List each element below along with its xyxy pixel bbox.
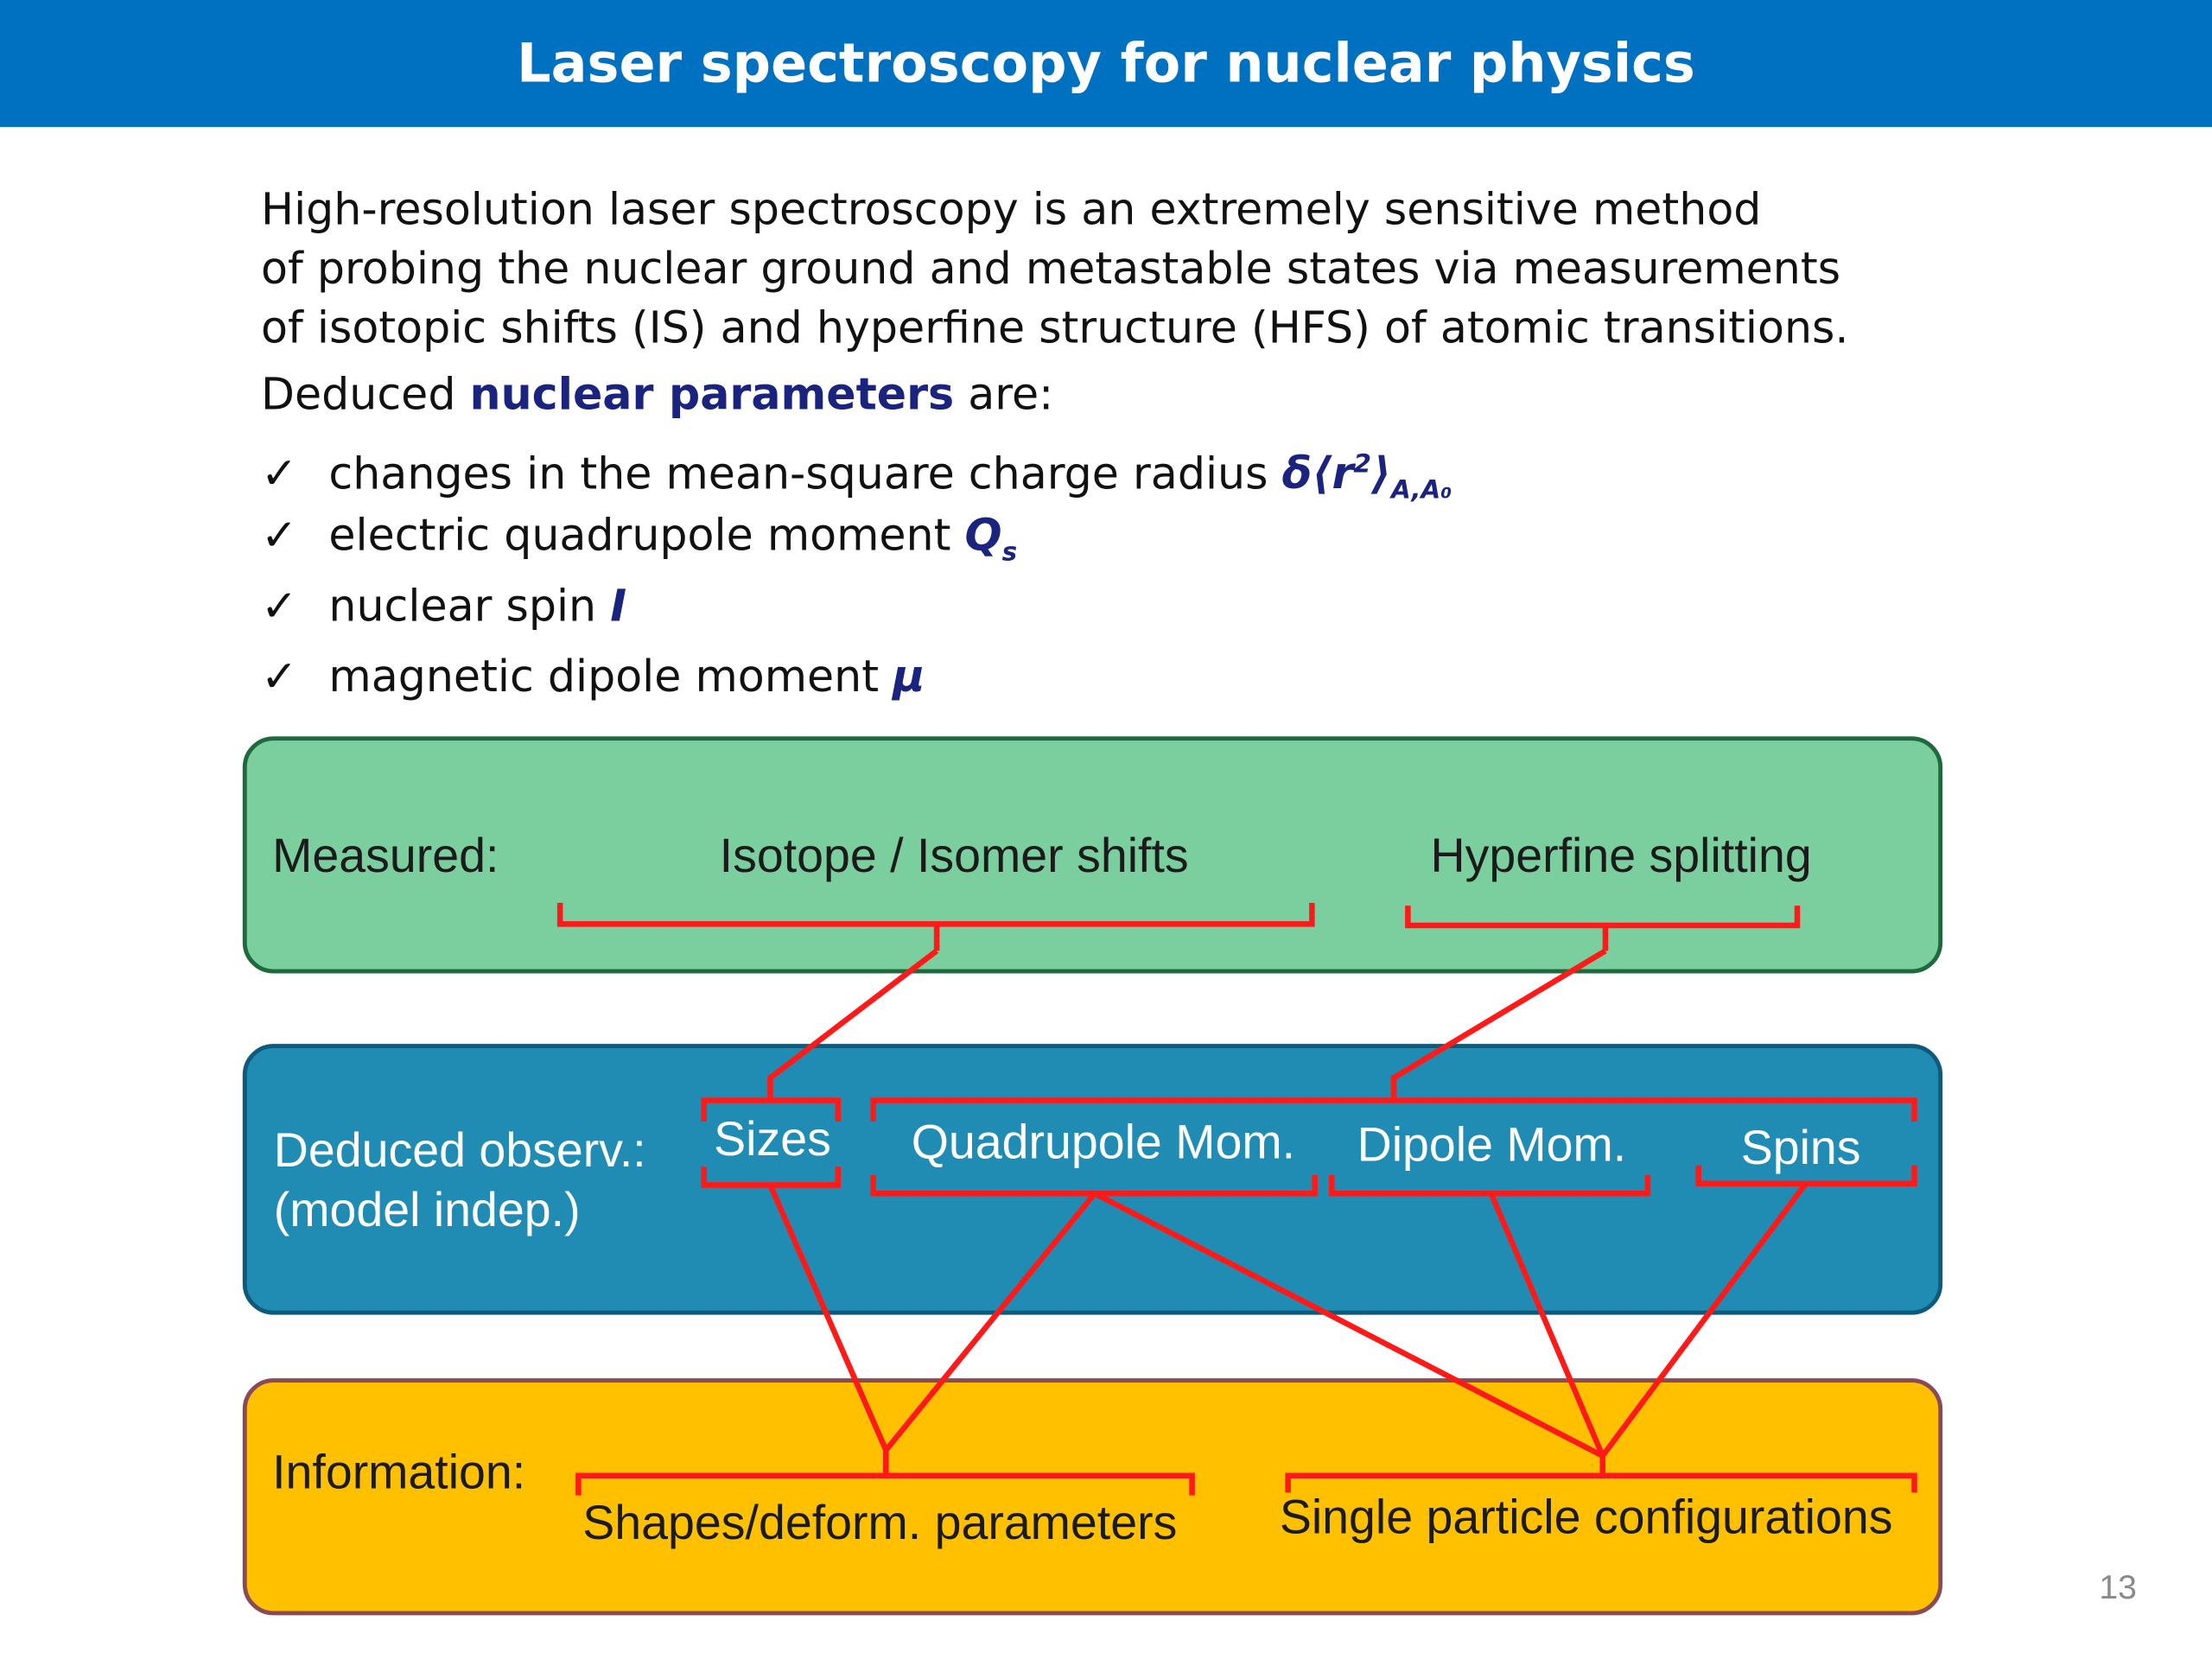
- link-shifts-to-sizes: [767, 948, 939, 1101]
- observable-quadrupole-mom: Quadrupole Mom.: [911, 1116, 1296, 1170]
- charge-radius-symbol: δ⟨r2⟩A,A₀: [1281, 448, 1452, 506]
- bracket-shapes: [575, 1450, 1195, 1496]
- symbol-main: Q: [964, 511, 1002, 562]
- bracket-dipole-bottom: [1328, 1174, 1651, 1197]
- nuclear-parameters-emphasis: nuclear parameters: [469, 369, 955, 421]
- checkmark-icon: ✓: [261, 448, 298, 500]
- information-label: Information:: [272, 1446, 526, 1500]
- symbol-main: δ⟨r: [1281, 448, 1354, 500]
- bracket-hfs-observables-top: [870, 1097, 1917, 1122]
- link-quadrupole-to-shapes: [883, 1192, 1097, 1452]
- measured-label: Measured:: [272, 829, 499, 884]
- bracket-sizes-bottom: [701, 1166, 842, 1188]
- deduced-label-line-1: Deduced observ.:: [273, 1124, 646, 1179]
- spin-symbol: I: [610, 581, 627, 632]
- bracket-quadrupole-bottom: [870, 1174, 1318, 1197]
- symbol-close: ⟩: [1370, 448, 1392, 500]
- observable-spins: Spins: [1740, 1121, 1861, 1175]
- title-bar: [0, 0, 2212, 127]
- link-dipole-to-single-particle: [1488, 1192, 1605, 1458]
- dipole-symbol: μ: [893, 652, 925, 703]
- observable-sizes: Sizes: [714, 1113, 831, 1167]
- observable-dipole-mom: Dipole Mom.: [1357, 1118, 1627, 1173]
- bracket-hyperfine: [1405, 906, 1801, 951]
- page-number: 13: [2099, 1568, 2137, 1607]
- quadrupole-symbol: Qs: [964, 511, 1018, 568]
- symbol-subscript: A,A₀: [1391, 476, 1452, 506]
- info-single-particle: Single particle configurations: [1279, 1491, 1893, 1545]
- list-item-spin: ✓ nuclear spin I: [261, 573, 1452, 644]
- deduced-parameters-heading: Deduced nuclear parameters are:: [261, 366, 1053, 423]
- deduced-observables-box: [242, 1044, 1943, 1315]
- bracket-sizes-top: [701, 1097, 842, 1122]
- checkmark-icon: ✓: [261, 581, 298, 632]
- bracket-spins-bottom: [1695, 1165, 1917, 1187]
- list-item-dipole: ✓ magnetic dipole moment μ: [261, 643, 1452, 714]
- link-hyperfine-to-observables: [1390, 948, 1607, 1101]
- checkmark-icon: ✓: [261, 511, 298, 562]
- intro-line-1: High-resolution laser spectroscopy is an…: [261, 184, 1762, 236]
- bullet-text: changes in the mean-square charge radius: [328, 448, 1282, 500]
- list-item-charge-radius: ✓ changes in the mean-square charge radiu…: [261, 432, 1452, 506]
- checkmark-icon: ✓: [261, 652, 298, 703]
- parameter-list: ✓ changes in the mean-square charge radiu…: [261, 432, 1452, 715]
- bullet-text: nuclear spin: [328, 581, 611, 632]
- information-box: [242, 1378, 1943, 1616]
- slide-title: Laser spectroscopy for nuclear physics: [517, 32, 1695, 95]
- deduced-prefix: Deduced: [261, 369, 470, 421]
- bullet-text: electric quadrupole moment: [328, 511, 965, 562]
- measured-isotope-shifts: Isotope / Isomer shifts: [719, 829, 1189, 884]
- measured-box: [242, 736, 1943, 974]
- intro-line-3: of isotopic shifts (IS) and hyperfine st…: [261, 303, 1849, 354]
- deduced-suffix: are:: [954, 369, 1054, 421]
- list-item-quadrupole: ✓ electric quadrupole moment Qs: [261, 502, 1452, 573]
- intro-paragraph: High-resolution laser spectroscopy is an…: [261, 181, 2094, 359]
- measured-hyperfine-splitting: Hyperfine splitting: [1430, 829, 1812, 884]
- link-spins-to-single-particle: [1600, 1181, 1808, 1458]
- deduced-label-line-2: (model indep.): [273, 1183, 581, 1237]
- bracket-isotope-shifts: [556, 902, 1315, 951]
- intro-line-2: of probing the nuclear ground and metast…: [261, 244, 1841, 296]
- symbol-superscript: 2: [1353, 449, 1371, 480]
- link-quadrupole-to-single-particle: [1093, 1191, 1605, 1459]
- info-shapes-deformation: Shapes/deform. parameters: [582, 1497, 1178, 1551]
- link-sizes-to-shapes: [767, 1184, 889, 1452]
- bracket-single-particle: [1285, 1455, 1917, 1493]
- symbol-subscript: s: [1001, 537, 1018, 568]
- bullet-text: magnetic dipole moment: [328, 652, 893, 703]
